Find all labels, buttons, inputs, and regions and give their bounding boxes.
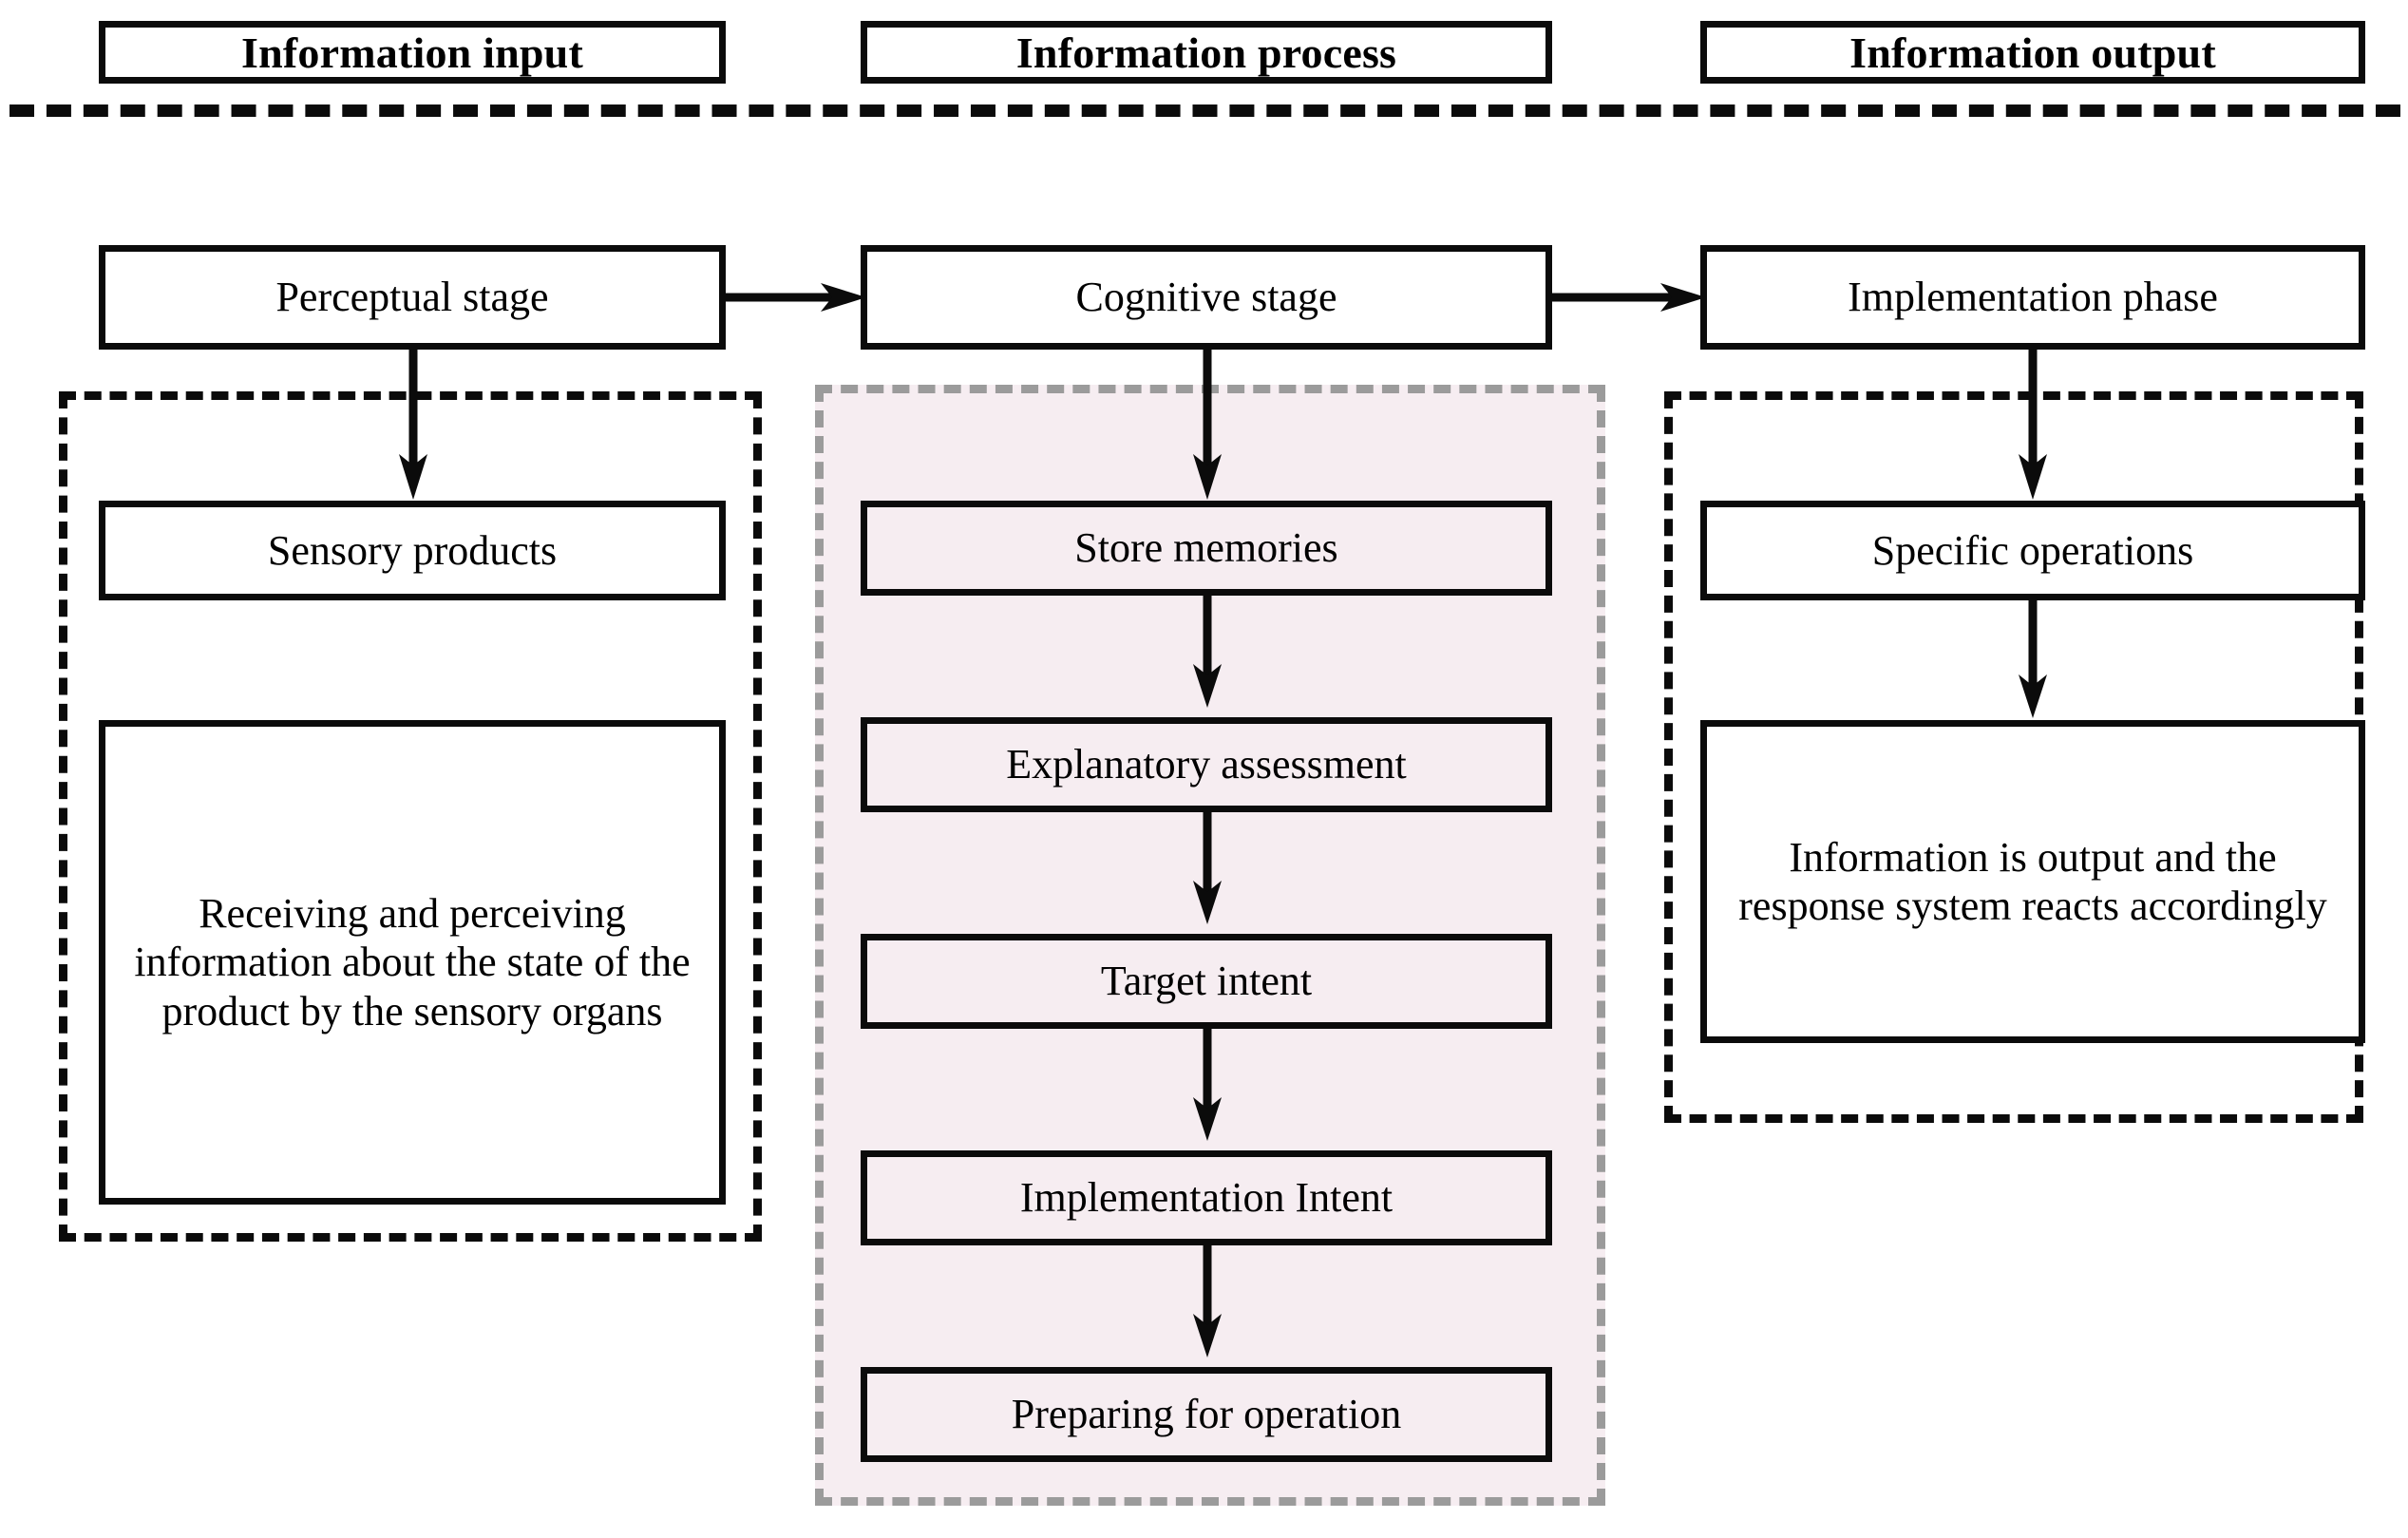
header-box-information-input: Information input: [99, 21, 726, 84]
node-label-implementation-phase: Implementation phase: [1848, 274, 2218, 321]
node-target-intent[interactable]: Target intent: [861, 934, 1552, 1029]
header-box-information-output: Information output: [1700, 21, 2365, 84]
node-label-receiving-perceiving-description: Receiving and perceiving information abo…: [134, 890, 691, 1035]
header-label-information-output: Information output: [1849, 28, 2216, 77]
arrow-explanatory-assessment-to-target-intent: [1193, 812, 1222, 926]
node-receiving-perceiving-description[interactable]: Receiving and perceiving information abo…: [99, 720, 726, 1205]
node-sensory-products[interactable]: Sensory products: [99, 501, 726, 600]
node-label-target-intent: Target intent: [1100, 958, 1313, 1005]
node-store-memories[interactable]: Store memories: [861, 501, 1552, 596]
arrow-store-memories-to-explanatory-assessment: [1193, 596, 1222, 710]
node-specific-operations[interactable]: Specific operations: [1700, 501, 2365, 600]
arrow-perceptual-to-sensory: [399, 350, 427, 502]
header-label-information-process: Information process: [1015, 28, 1397, 77]
node-information-output-description[interactable]: Information is output and the response s…: [1700, 720, 2365, 1043]
node-label-store-memories: Store memories: [1074, 524, 1338, 572]
node-explanatory-assessment[interactable]: Explanatory assessment: [861, 717, 1552, 812]
node-label-sensory-products: Sensory products: [267, 526, 558, 574]
node-label-information-output-description: Information is output and the response s…: [1738, 833, 2327, 929]
arrow-implementation-intent-to-preparing-for-operation: [1193, 1245, 1222, 1359]
header-label-information-input: Information input: [241, 28, 583, 77]
node-label-preparing-for-operation: Preparing for operation: [1011, 1391, 1402, 1438]
arrow-perceptual-to-cognitive: [720, 283, 868, 312]
node-preparing-for-operation[interactable]: Preparing for operation: [861, 1367, 1552, 1462]
node-perceptual-stage[interactable]: Perceptual stage: [99, 245, 726, 350]
arrow-cognitive-to-implementation: [1546, 283, 1708, 312]
node-label-perceptual-stage: Perceptual stage: [275, 274, 549, 321]
node-label-specific-operations: Specific operations: [1871, 526, 2194, 574]
header-box-information-process: Information process: [861, 21, 1552, 84]
node-label-implementation-intent: Implementation Intent: [1019, 1174, 1394, 1222]
node-cognitive-stage[interactable]: Cognitive stage: [861, 245, 1552, 350]
node-label-explanatory-assessment: Explanatory assessment: [1006, 741, 1407, 788]
arrow-implementation-phase-to-specific-operations: [2019, 350, 2047, 502]
node-label-cognitive-stage: Cognitive stage: [1075, 274, 1337, 321]
section-divider-dashed-line: [9, 104, 2400, 117]
arrow-specific-operations-to-information-output: [2019, 600, 2047, 720]
node-implementation-phase[interactable]: Implementation phase: [1700, 245, 2365, 350]
arrow-target-intent-to-implementation-intent: [1193, 1029, 1222, 1143]
node-implementation-intent[interactable]: Implementation Intent: [861, 1150, 1552, 1245]
arrow-cognitive-to-store-memories: [1193, 350, 1222, 502]
